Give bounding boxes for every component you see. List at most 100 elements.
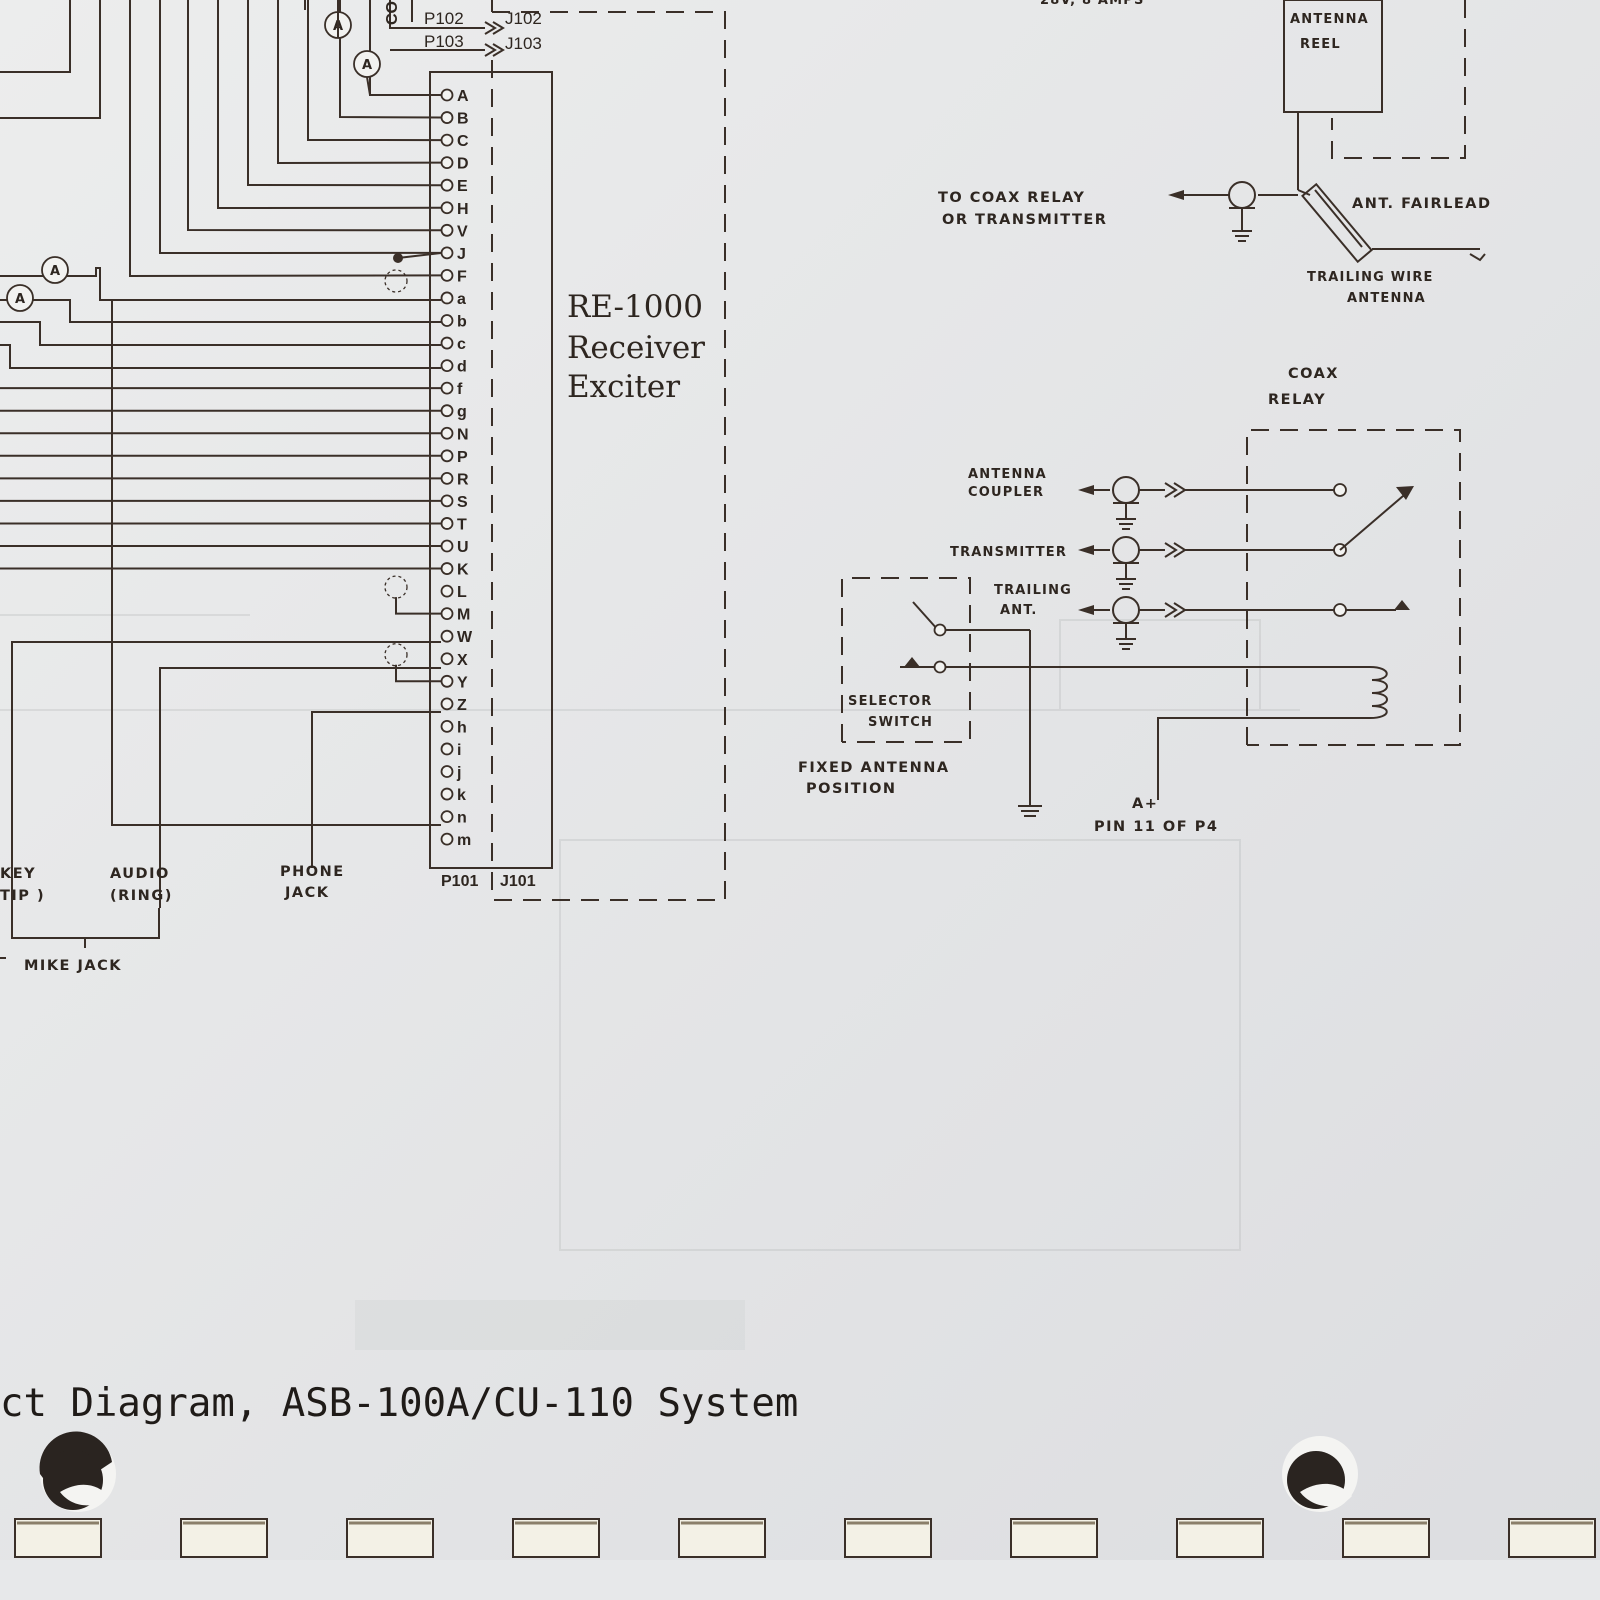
pin-R-contact bbox=[440, 471, 454, 485]
pin-U-label: U bbox=[457, 539, 469, 556]
trailing-ant-label-line1: TRAILING bbox=[994, 583, 1072, 598]
pin-n-label: n bbox=[457, 810, 467, 827]
wire-exit-top-2 bbox=[0, 0, 101, 119]
coax-relay-section: COAX RELAY ANTENNA COUPLER TRANSMITTER T… bbox=[798, 366, 1461, 835]
partial-label-co: CO bbox=[384, 1, 401, 25]
pin-E-label: E bbox=[457, 178, 468, 195]
pin-T-label: T bbox=[457, 516, 467, 533]
pin-N-contact bbox=[440, 426, 454, 440]
pin-K-contact bbox=[440, 562, 454, 575]
binder-tab-10 bbox=[1508, 1518, 1596, 1558]
marker-a-3 bbox=[41, 256, 69, 284]
pin-L-contact bbox=[440, 584, 454, 598]
pin-A-contact bbox=[440, 88, 454, 102]
binder-tab-1 bbox=[14, 1518, 102, 1558]
binder-tab-3 bbox=[346, 1518, 434, 1558]
unit-type-line1: Receiver bbox=[567, 330, 705, 366]
pin-T-contact bbox=[440, 517, 454, 530]
binder-tab-7 bbox=[1010, 1518, 1098, 1558]
coupler-label-line1: ANTENNA bbox=[968, 467, 1047, 482]
power-rating-partial: 28V, 8 AMPS bbox=[1040, 0, 1145, 8]
pin-X-contact bbox=[440, 652, 454, 666]
wire-to-pin-d bbox=[0, 344, 441, 369]
pin-m-contact bbox=[440, 832, 454, 846]
pin-H-label: H bbox=[457, 201, 469, 218]
pin-c-label: c bbox=[457, 336, 466, 353]
pin-b-contact bbox=[440, 314, 454, 327]
pin-C-contact bbox=[440, 133, 454, 147]
unit-type-line2: Exciter bbox=[567, 369, 680, 405]
marker-a-2-lead bbox=[366, 76, 371, 96]
trailing-chevron-1 bbox=[1164, 602, 1178, 618]
wire-harness bbox=[0, 0, 442, 908]
wire-to-pin-F bbox=[129, 0, 442, 278]
trailing-ant-label-line2: ANT. bbox=[1000, 603, 1038, 618]
audio-ring-label: (RING) bbox=[110, 888, 173, 904]
plug-label-p101: P101 bbox=[441, 873, 478, 890]
p103-label: P103 bbox=[424, 32, 464, 51]
trailing-wire-label-line1: TRAILING WIRE bbox=[1307, 270, 1434, 285]
wire-to-pin-D bbox=[277, 0, 442, 165]
pin-D-contact bbox=[440, 156, 454, 170]
pin-P-label: P bbox=[457, 449, 468, 466]
wire-to-pin-C bbox=[307, 0, 442, 142]
coax-relay-title-line1: COAX bbox=[1288, 366, 1339, 382]
jack-label-j101: J101 bbox=[500, 873, 536, 890]
pin-h-contact bbox=[440, 720, 454, 733]
wire-to-pin-c bbox=[0, 321, 441, 346]
fixed-antenna-label-line2: POSITION bbox=[806, 781, 897, 797]
pin-j-label: j bbox=[456, 765, 461, 782]
wire-to-pin-H bbox=[217, 0, 442, 210]
re1000-unit-box: RE-1000 Receiver Exciter bbox=[492, 11, 726, 901]
pin-F-label: F bbox=[457, 268, 467, 285]
pin-V-label: V bbox=[457, 223, 468, 240]
binder-hole-right bbox=[1282, 1436, 1358, 1512]
binder-edge bbox=[0, 1431, 1600, 1600]
coax-relay-title-line2: RELAY bbox=[1268, 392, 1326, 408]
transmitter-arrow bbox=[1078, 545, 1094, 555]
binder-tabs bbox=[14, 1518, 1596, 1558]
binder-tab-6 bbox=[844, 1518, 932, 1558]
jumper-x-y-ring bbox=[384, 643, 408, 667]
trailing-arrow bbox=[1078, 605, 1094, 615]
jumper-l-m-ring bbox=[384, 575, 408, 599]
binder-tab-9 bbox=[1342, 1518, 1430, 1558]
mike-jack-label: MIKE JACK bbox=[24, 958, 122, 974]
wire-to-pin-j bbox=[397, 252, 442, 259]
binder-tab-4 bbox=[512, 1518, 600, 1558]
top-connectors: CO P102 P103 J102 J103 bbox=[384, 0, 542, 57]
wire-to-pin-J bbox=[159, 0, 442, 255]
pin-B-label: B bbox=[457, 111, 469, 128]
coupler-chevron-1 bbox=[1164, 482, 1178, 498]
pin-g-label: g bbox=[457, 404, 467, 421]
jumper-x-y bbox=[395, 664, 441, 683]
phone-jack-label: JACK bbox=[284, 885, 330, 901]
selector-label-line2: SWITCH bbox=[868, 715, 933, 730]
audio-label: AUDIO bbox=[110, 866, 170, 882]
pin-E-contact bbox=[440, 178, 454, 192]
coax-relay-box bbox=[1246, 429, 1461, 746]
binder-hole-left bbox=[39, 1431, 116, 1512]
reel-label-line1: ANTENNA bbox=[1290, 12, 1369, 27]
pin-L-label: L bbox=[457, 584, 467, 601]
pin-g-contact bbox=[440, 404, 454, 418]
antenna-reel-section: 28V, 8 AMPS ANTENNA REEL ANT. FAIRLEAD T… bbox=[938, 0, 1490, 306]
wire-to-pin-b bbox=[0, 299, 441, 323]
pin-M-contact bbox=[440, 607, 454, 621]
wire-phone-jack-to-pin-z bbox=[311, 711, 441, 868]
pin-N-label: N bbox=[457, 426, 469, 443]
pin-K-label: K bbox=[457, 562, 469, 579]
binder-tab-2 bbox=[180, 1518, 268, 1558]
pin-a-label: a bbox=[457, 291, 466, 308]
fixed-antenna-label-line1: FIXED ANTENNA bbox=[798, 760, 950, 776]
key-label: KEY bbox=[0, 866, 36, 882]
a-plus-label: A+ bbox=[1132, 796, 1158, 812]
pin-i-contact bbox=[440, 742, 454, 756]
pin-W-label: W bbox=[457, 629, 473, 646]
pin-Z-contact bbox=[440, 697, 454, 711]
pin-B-contact bbox=[440, 111, 454, 124]
